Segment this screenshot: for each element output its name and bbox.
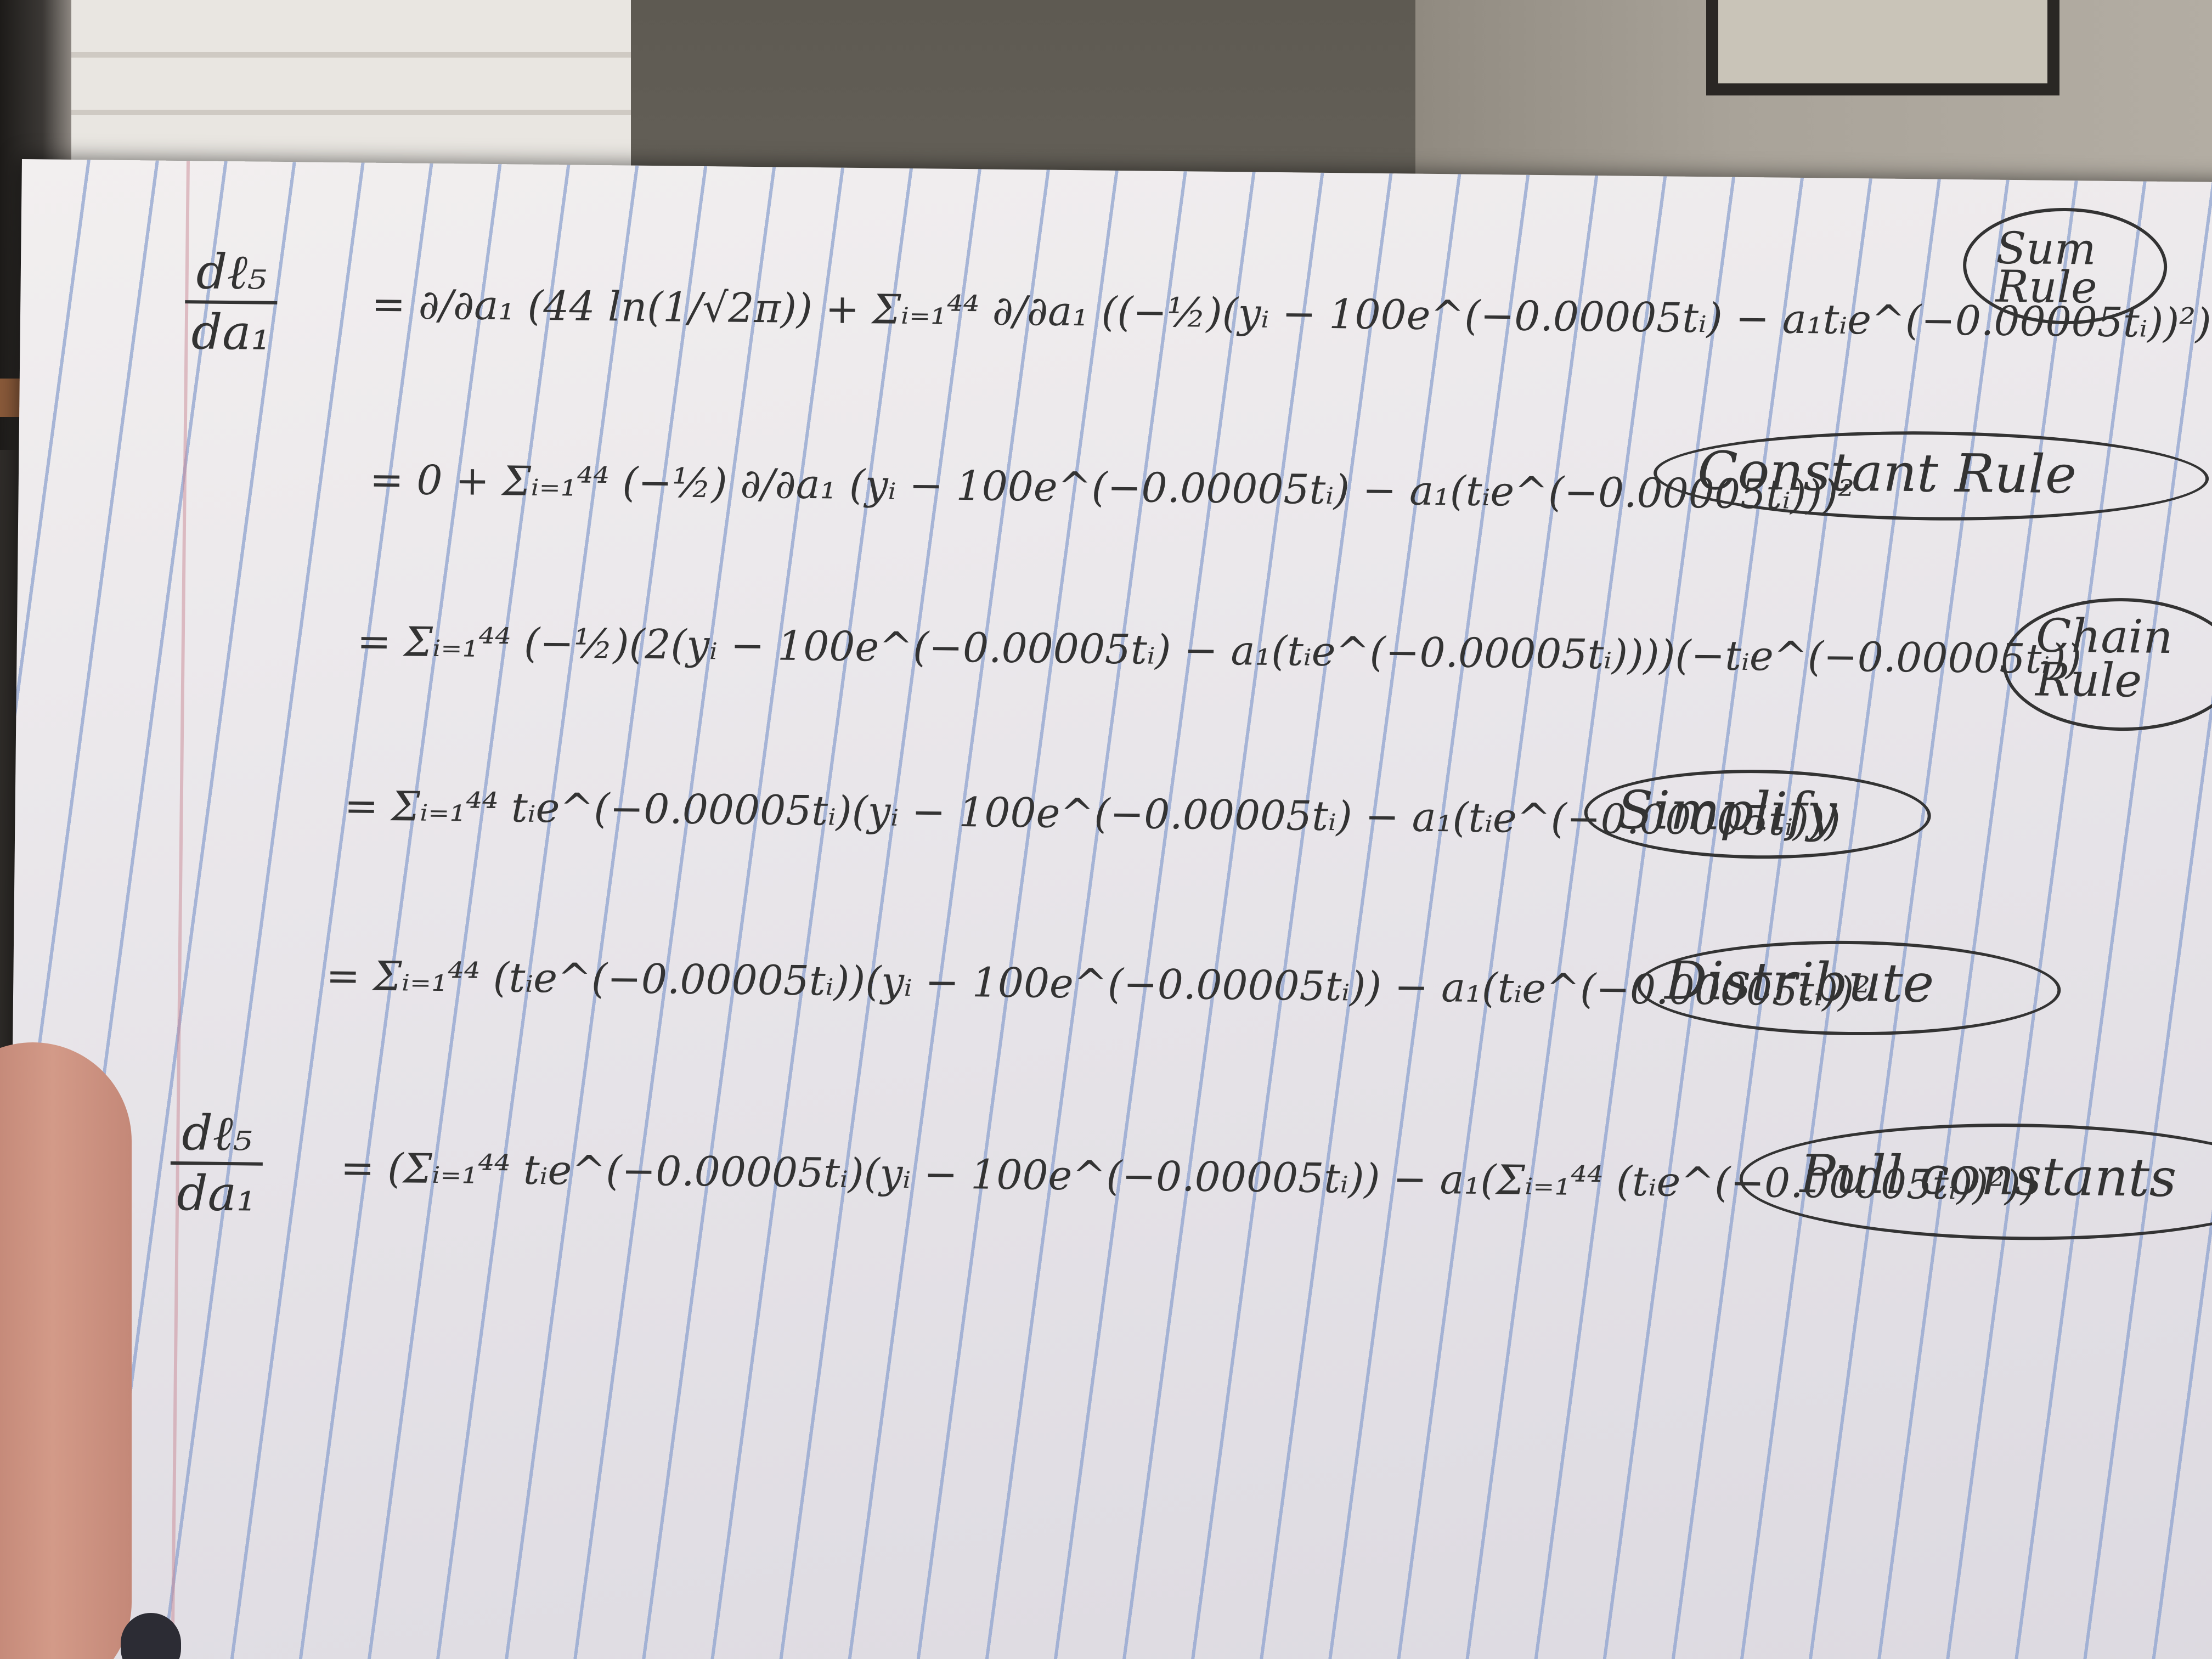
lhs-numerator-bottom: dℓ₅ bbox=[170, 1104, 264, 1166]
rule-pull-constants: Pull constants bbox=[1799, 1143, 2177, 1209]
derivative-lhs-bottom: dℓ₅ da₁ bbox=[170, 1104, 264, 1222]
ruled-lines bbox=[5, 159, 2212, 1659]
rule-simplify: Simplify bbox=[1617, 779, 1837, 843]
rule-constant: Constant Rule bbox=[1697, 440, 2077, 506]
notebook-paper: dℓ₅ da₁ = ∂/∂a₁ (44 ln(1/√2π)) + Σᵢ₌₁⁴⁴ … bbox=[5, 159, 2212, 1659]
derivative-lhs-top: dℓ₅ da₁ bbox=[184, 243, 278, 361]
picture-frame bbox=[1706, 0, 2059, 95]
lhs-denominator: da₁ bbox=[191, 303, 271, 361]
rule-distribute: Distribute bbox=[1664, 950, 1934, 1014]
fingernail bbox=[121, 1613, 181, 1659]
thumb bbox=[0, 1042, 132, 1659]
lhs-numerator: dℓ₅ bbox=[185, 243, 278, 304]
rule-sum: Sum Rule bbox=[1995, 222, 2097, 313]
lhs-denominator-bottom: da₁ bbox=[176, 1165, 256, 1222]
rule-chain: Chain Rule bbox=[2035, 608, 2174, 708]
